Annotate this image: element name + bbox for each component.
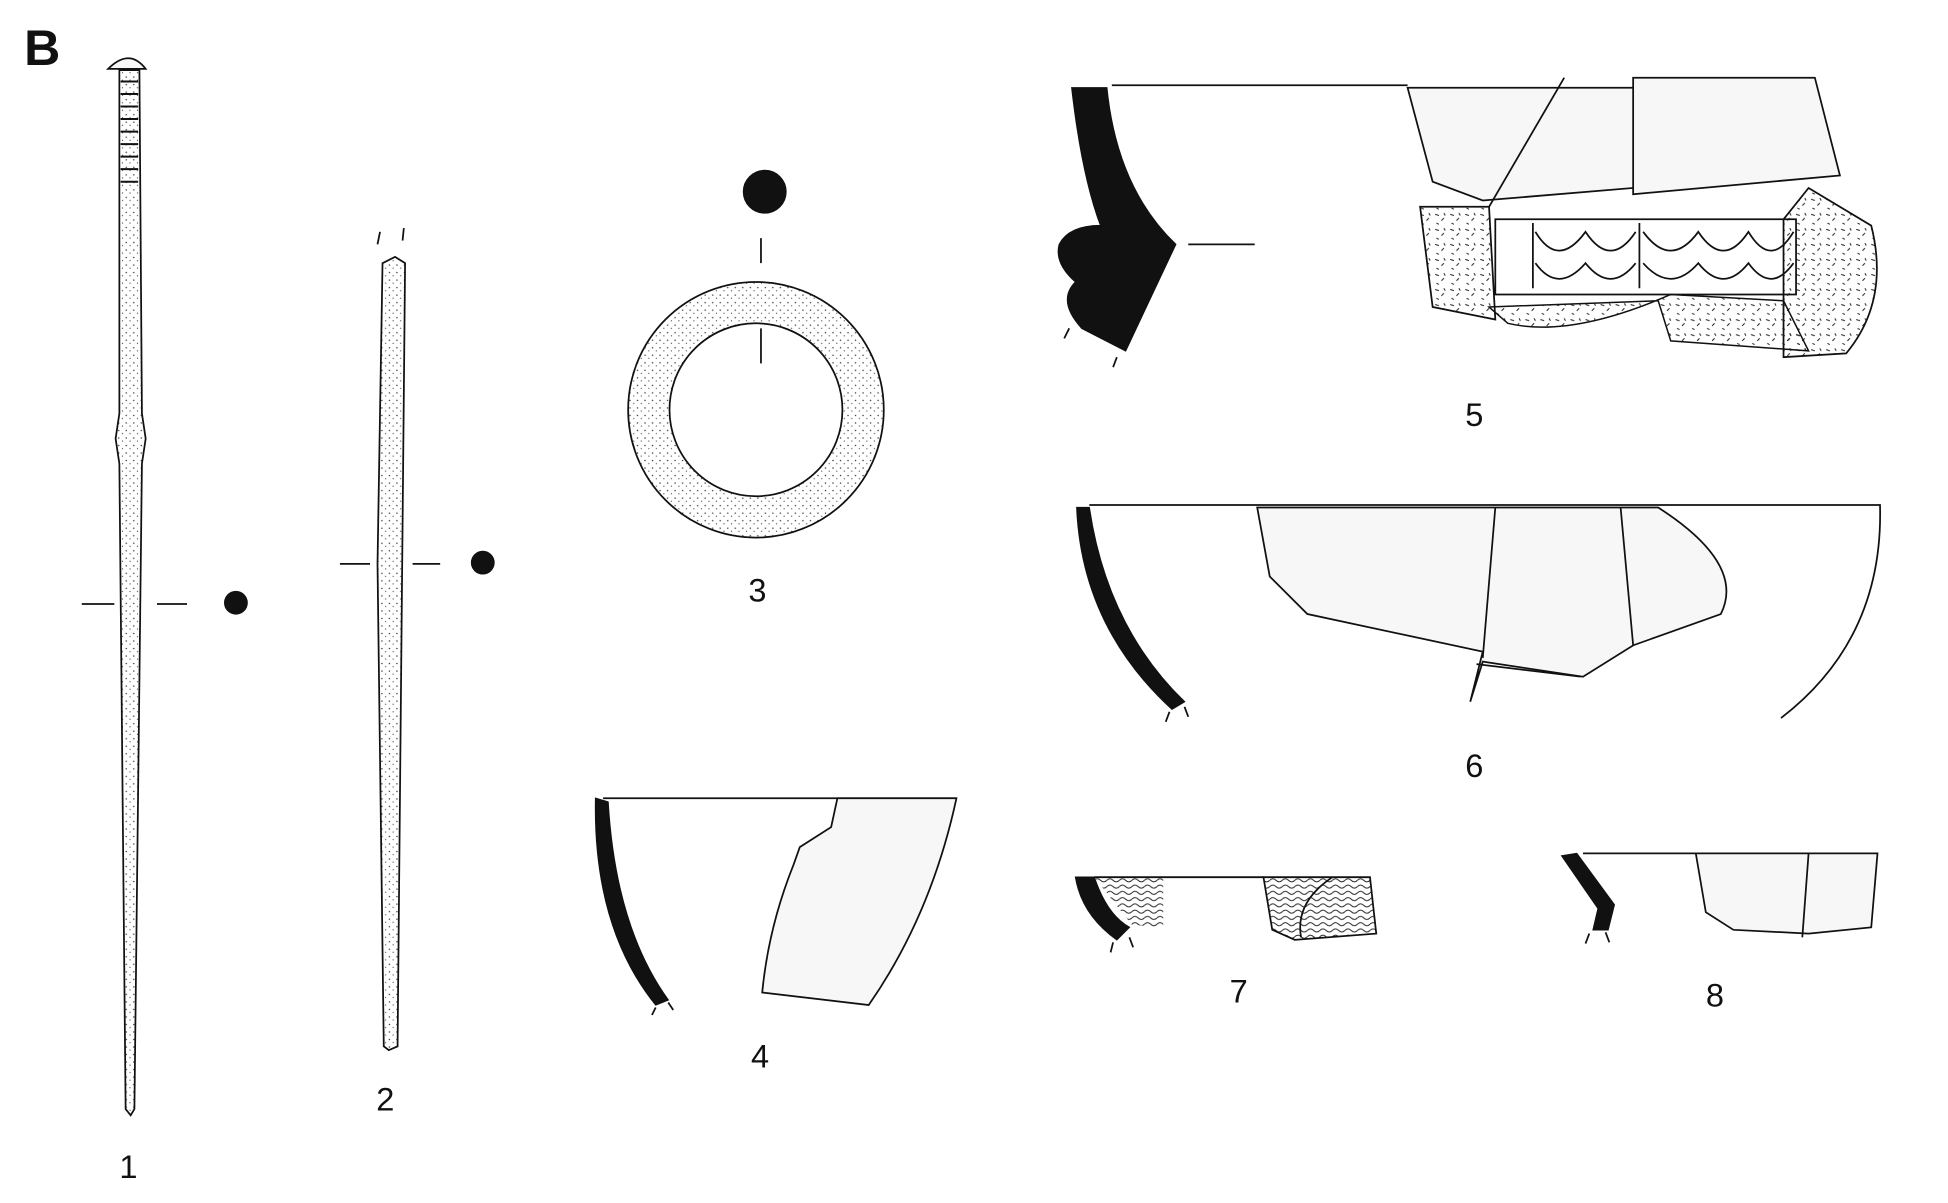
figure-number: 3 bbox=[748, 573, 766, 609]
plate-label: B bbox=[24, 20, 60, 76]
figure-3-ring: 3 bbox=[627, 169, 885, 609]
figure-number: 5 bbox=[1465, 397, 1483, 433]
figure-number: 2 bbox=[376, 1081, 394, 1117]
figure-number: 6 bbox=[1465, 748, 1483, 784]
figure-6-sherd: 6 bbox=[1076, 504, 1881, 784]
figure-number: 4 bbox=[751, 1039, 769, 1075]
figure-4-sherd: 4 bbox=[594, 797, 958, 1075]
figure-8-sherd: 8 bbox=[1560, 852, 1879, 1013]
figure-5-sherd: 5 bbox=[1057, 76, 1878, 433]
figure-1-pin: 1 bbox=[81, 57, 248, 1185]
figure-number: 8 bbox=[1706, 977, 1724, 1013]
figure-2-pin: 2 bbox=[339, 227, 495, 1117]
figure-7-sherd: 7 bbox=[1074, 876, 1378, 1010]
figure-number: 7 bbox=[1230, 974, 1248, 1010]
figure-number: 1 bbox=[119, 1149, 137, 1185]
